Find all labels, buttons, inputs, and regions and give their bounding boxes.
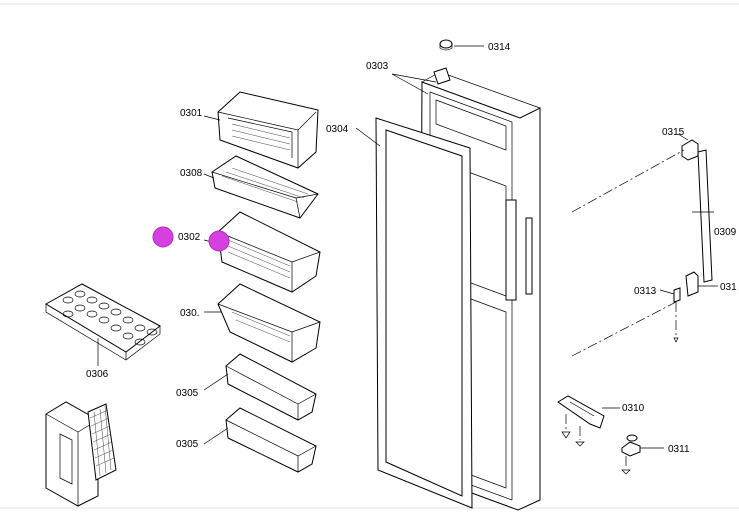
- leader-0301: [203, 115, 221, 121]
- label-0303: 0303: [366, 61, 389, 72]
- label-0305-lower: 0305: [176, 439, 199, 450]
- cap-0314: [439, 39, 484, 51]
- label-0306: 0306: [86, 369, 109, 380]
- label-0305-upper: 0305: [176, 388, 199, 399]
- hotspot-marker-shelf[interactable]: [208, 230, 230, 252]
- leader-0305b: [203, 427, 229, 445]
- hinge-pin-0311: [621, 434, 664, 475]
- label-0315: 0315: [662, 127, 685, 138]
- handle-assembly: [571, 133, 718, 357]
- label-031x: 031: [720, 282, 737, 293]
- door-shelf-0302: [217, 211, 321, 293]
- label-0309: 0309: [714, 227, 737, 238]
- leader-0308: [203, 173, 215, 179]
- leader-0305a: [203, 373, 229, 391]
- label-0302: 0302: [178, 232, 201, 243]
- bracket-0310: [557, 395, 620, 447]
- label-0301: 0301: [180, 108, 203, 119]
- label-0314: 0314: [488, 42, 511, 53]
- label-0310: 0310: [622, 403, 645, 414]
- label-030x: 030.: [180, 308, 199, 319]
- label-0304: 0304: [326, 124, 349, 135]
- label-0308: 0308: [180, 168, 203, 179]
- label-0313: 0313: [634, 286, 657, 297]
- label-0311: 0311: [668, 444, 690, 455]
- door-shelf-0305-upper: [225, 353, 317, 421]
- egg-tray-0306: [45, 283, 161, 366]
- door-shelf-0305-lower: [225, 407, 317, 473]
- door-gasket-0304: [355, 117, 473, 509]
- hotspot-marker-label[interactable]: [152, 226, 174, 248]
- door-shelf-0308: [211, 155, 319, 219]
- door-shelf-0301: [217, 91, 319, 169]
- filter-box: [45, 401, 117, 507]
- door-shelf-030x: [217, 283, 321, 363]
